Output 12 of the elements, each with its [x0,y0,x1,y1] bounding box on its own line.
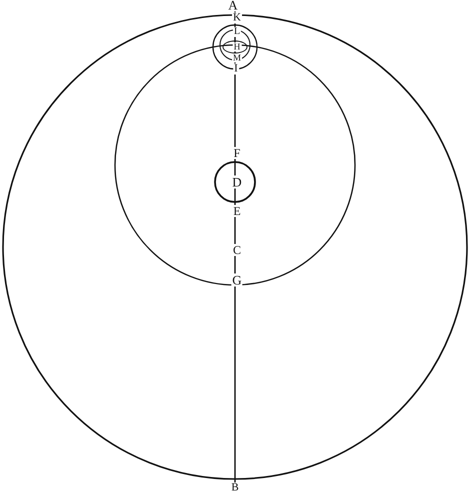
point-label: L [232,27,242,37]
point-label: C [232,244,242,256]
point-label: H [232,42,242,52]
point-label: A [227,0,239,12]
point-label: M [232,54,242,62]
point-label: E [232,205,242,217]
point-label: I [233,64,239,74]
point-label: D [231,176,243,188]
point-label: F [232,147,242,159]
point-label: K [232,12,242,24]
point-label: G [231,274,243,286]
point-label: B [230,482,240,493]
